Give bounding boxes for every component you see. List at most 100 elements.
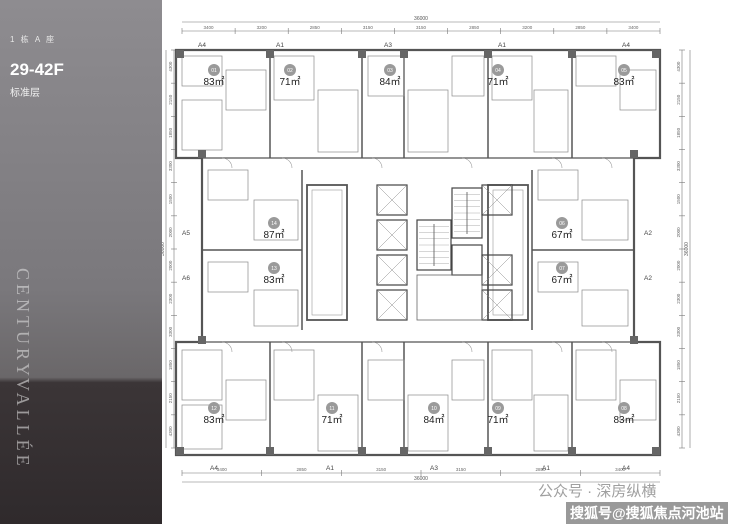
floor-range-title: 29-42F [10, 60, 64, 79]
top-dimension-segment-label: 2850 [575, 25, 586, 30]
structural-column [400, 50, 408, 58]
elevator-cross [481, 254, 513, 286]
unit-type-label: A4 [198, 42, 206, 49]
unit-area: 67㎡ [551, 274, 572, 286]
door-swing [281, 157, 293, 169]
elevator-shaft [376, 184, 408, 216]
elevator-shaft [376, 289, 408, 321]
room-partition [273, 349, 315, 401]
right-dimension-segment-label: 1850 [676, 360, 681, 371]
top-dimension-segment-label: 3200 [257, 25, 268, 30]
room-partition [575, 55, 617, 87]
unit-number: 13 [271, 266, 277, 272]
left-dimension-segment-label: 1850 [168, 360, 173, 371]
room-partition [181, 99, 223, 151]
unit-number: 02 [287, 68, 293, 74]
room-partition [181, 55, 223, 87]
left-dimension-segment-label: 4300 [168, 61, 173, 72]
core-service-shaft-east [487, 184, 529, 321]
unit-number: 11 [329, 406, 334, 412]
brand-wordmark-line2: VALLÉE [13, 378, 33, 470]
room-partition [207, 169, 249, 201]
core-service-shaft-west-inner [311, 189, 343, 316]
room-partition [317, 394, 359, 452]
room-partition [537, 169, 579, 201]
unit-number: 06 [559, 221, 565, 227]
unit-type-label: A1 [542, 465, 550, 472]
elevator-cross [481, 289, 513, 321]
central-core [306, 184, 529, 321]
unit-number-badge [268, 262, 280, 274]
unit-number: 08 [621, 406, 627, 412]
unit-area: 71㎡ [487, 414, 508, 426]
stairwell-west [416, 219, 452, 271]
room-partition [317, 89, 359, 153]
unit-number-badge [428, 402, 440, 414]
stairwell-east [451, 187, 483, 239]
unit-number-badge [618, 402, 630, 414]
unit-number: 05 [621, 68, 627, 74]
door-swing [601, 157, 613, 169]
unit-type-label: A3 [430, 465, 438, 472]
right-dimension-segment-label: 3300 [676, 161, 681, 172]
room-partition [367, 359, 405, 401]
room-partition [537, 261, 579, 293]
room-partition [533, 394, 569, 452]
unit-number-badge [326, 402, 338, 414]
elevator-shaft [451, 244, 483, 276]
bottom-dimension-total-label: 36000 [414, 476, 428, 482]
watermark-sohu: 搜狐号@搜狐焦点河池站 [566, 502, 728, 524]
brand-wordmark-line1: CENTURY [13, 268, 33, 381]
plan-walls [174, 48, 662, 457]
room-partition [491, 55, 533, 101]
top-dimension-segment-label: 2850 [310, 25, 321, 30]
structural-column [484, 447, 492, 455]
room-partition [181, 404, 223, 450]
core-service-shaft-west [306, 184, 348, 321]
room-partition [581, 289, 629, 327]
unit-number: 12 [211, 406, 217, 412]
top-dimension-segment-label: 3150 [416, 25, 427, 30]
right-dimension-segment-label: 2000 [676, 227, 681, 238]
unit-type-label: A6 [182, 275, 190, 282]
room-partition [407, 394, 449, 452]
top-dimension-segment-label: 2850 [469, 25, 480, 30]
structural-column [358, 447, 366, 455]
bottom-dimension-segment-label: 2850 [296, 467, 307, 472]
elevator-cross [376, 254, 408, 286]
unit-type-label: A4 [210, 465, 218, 472]
unit-number: 01 [211, 68, 217, 74]
unit-type-label: A3 [384, 42, 392, 49]
bottom-dimension-segment-label: 3150 [456, 467, 467, 472]
elevator-cross [376, 219, 408, 251]
unit-area: 71㎡ [321, 414, 342, 426]
unit-type-label: A5 [182, 230, 190, 237]
elevator-shaft [376, 219, 408, 251]
structural-column [266, 447, 274, 455]
room-partition [451, 359, 485, 401]
unit-number: 07 [559, 266, 565, 272]
unit-type-label: A4 [622, 465, 630, 472]
left-dimension-segment-label: 2150 [168, 94, 173, 105]
left-dimension-segment-label: 3300 [168, 161, 173, 172]
room-partition [253, 199, 299, 241]
door-swing [371, 157, 383, 169]
bottom-dimension-segment-label: 2850 [535, 467, 546, 472]
unit-type-label: A4 [622, 42, 630, 49]
unit-labels: 0183㎡A40271㎡A10384㎡A30471㎡A10583㎡A40667㎡… [182, 42, 652, 472]
room-partition [181, 349, 223, 401]
unit-number: 14 [271, 221, 277, 227]
unit-number: 04 [495, 68, 501, 74]
door-swing [551, 157, 563, 169]
room-partition [225, 379, 267, 421]
right-dimension-segment-label: 2300 [676, 293, 681, 304]
core-service-shaft-east-inner [492, 189, 524, 316]
left-dimension-segment-label: 2150 [168, 393, 173, 404]
top-dimension-segment-label: 3400 [204, 25, 215, 30]
right-dimension-segment-label: 2150 [676, 393, 681, 404]
structural-column [198, 336, 206, 344]
elevator-cross [481, 184, 513, 216]
unit-type-label: A1 [498, 42, 506, 49]
structural-column [176, 447, 184, 455]
